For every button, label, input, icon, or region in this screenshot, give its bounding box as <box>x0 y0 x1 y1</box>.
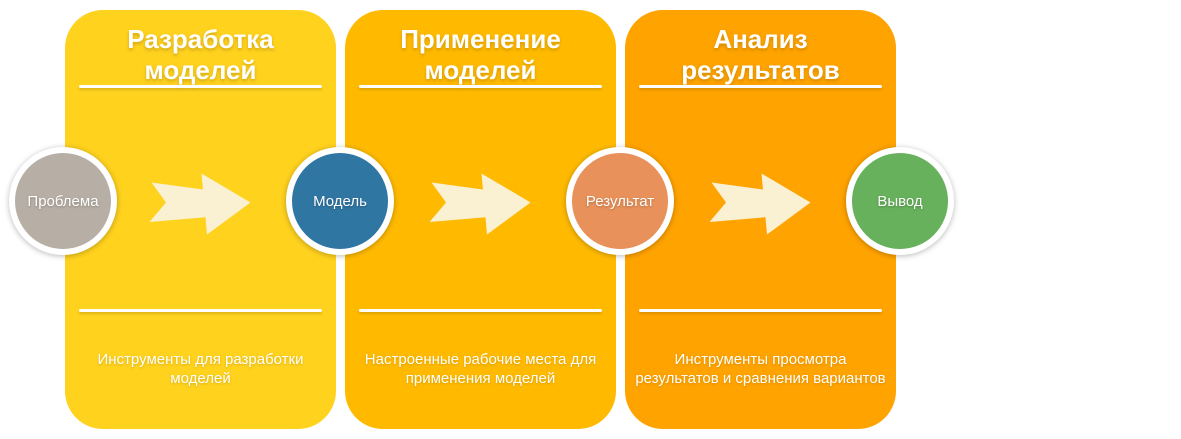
node-conclusion: Вывод <box>846 147 954 255</box>
panel-description: Настроенные рабочие места для применения… <box>364 351 597 387</box>
panel-title-line1: Разработка <box>127 24 274 54</box>
panel-title-line1: Анализ <box>713 24 808 54</box>
title-underline <box>79 85 322 88</box>
panel-title-line2: моделей <box>424 55 537 85</box>
node-model: Модель <box>286 147 394 255</box>
title-underline <box>639 85 882 88</box>
node-label: Результат <box>585 192 655 210</box>
panel-results-analysis: Анализ результатов Инструменты просмотра… <box>625 10 896 429</box>
panel-description: Инструменты для разработки моделей <box>97 351 304 387</box>
node-problem: Проблема <box>9 147 117 255</box>
panel-title: Анализ результатов <box>633 24 888 86</box>
panel-description: Инструменты просмотра результатов и срав… <box>635 351 886 387</box>
panel-title-line1: Применение <box>400 24 561 54</box>
title-underline <box>359 85 602 88</box>
panel-title-line2: результатов <box>681 55 840 85</box>
panel-title: Разработка моделей <box>73 24 328 86</box>
panel-title-line2: моделей <box>144 55 257 85</box>
node-label: Вывод <box>877 192 923 210</box>
divider-line <box>79 309 322 312</box>
arrow-right-icon <box>429 173 531 235</box>
divider-line <box>359 309 602 312</box>
panel-title: Применение моделей <box>353 24 608 86</box>
node-result: Результат <box>566 147 674 255</box>
arrow-right-icon <box>709 173 811 235</box>
node-label: Модель <box>313 192 367 210</box>
arrow-right-icon <box>149 173 251 235</box>
node-label: Проблема <box>27 192 99 210</box>
divider-line <box>639 309 882 312</box>
